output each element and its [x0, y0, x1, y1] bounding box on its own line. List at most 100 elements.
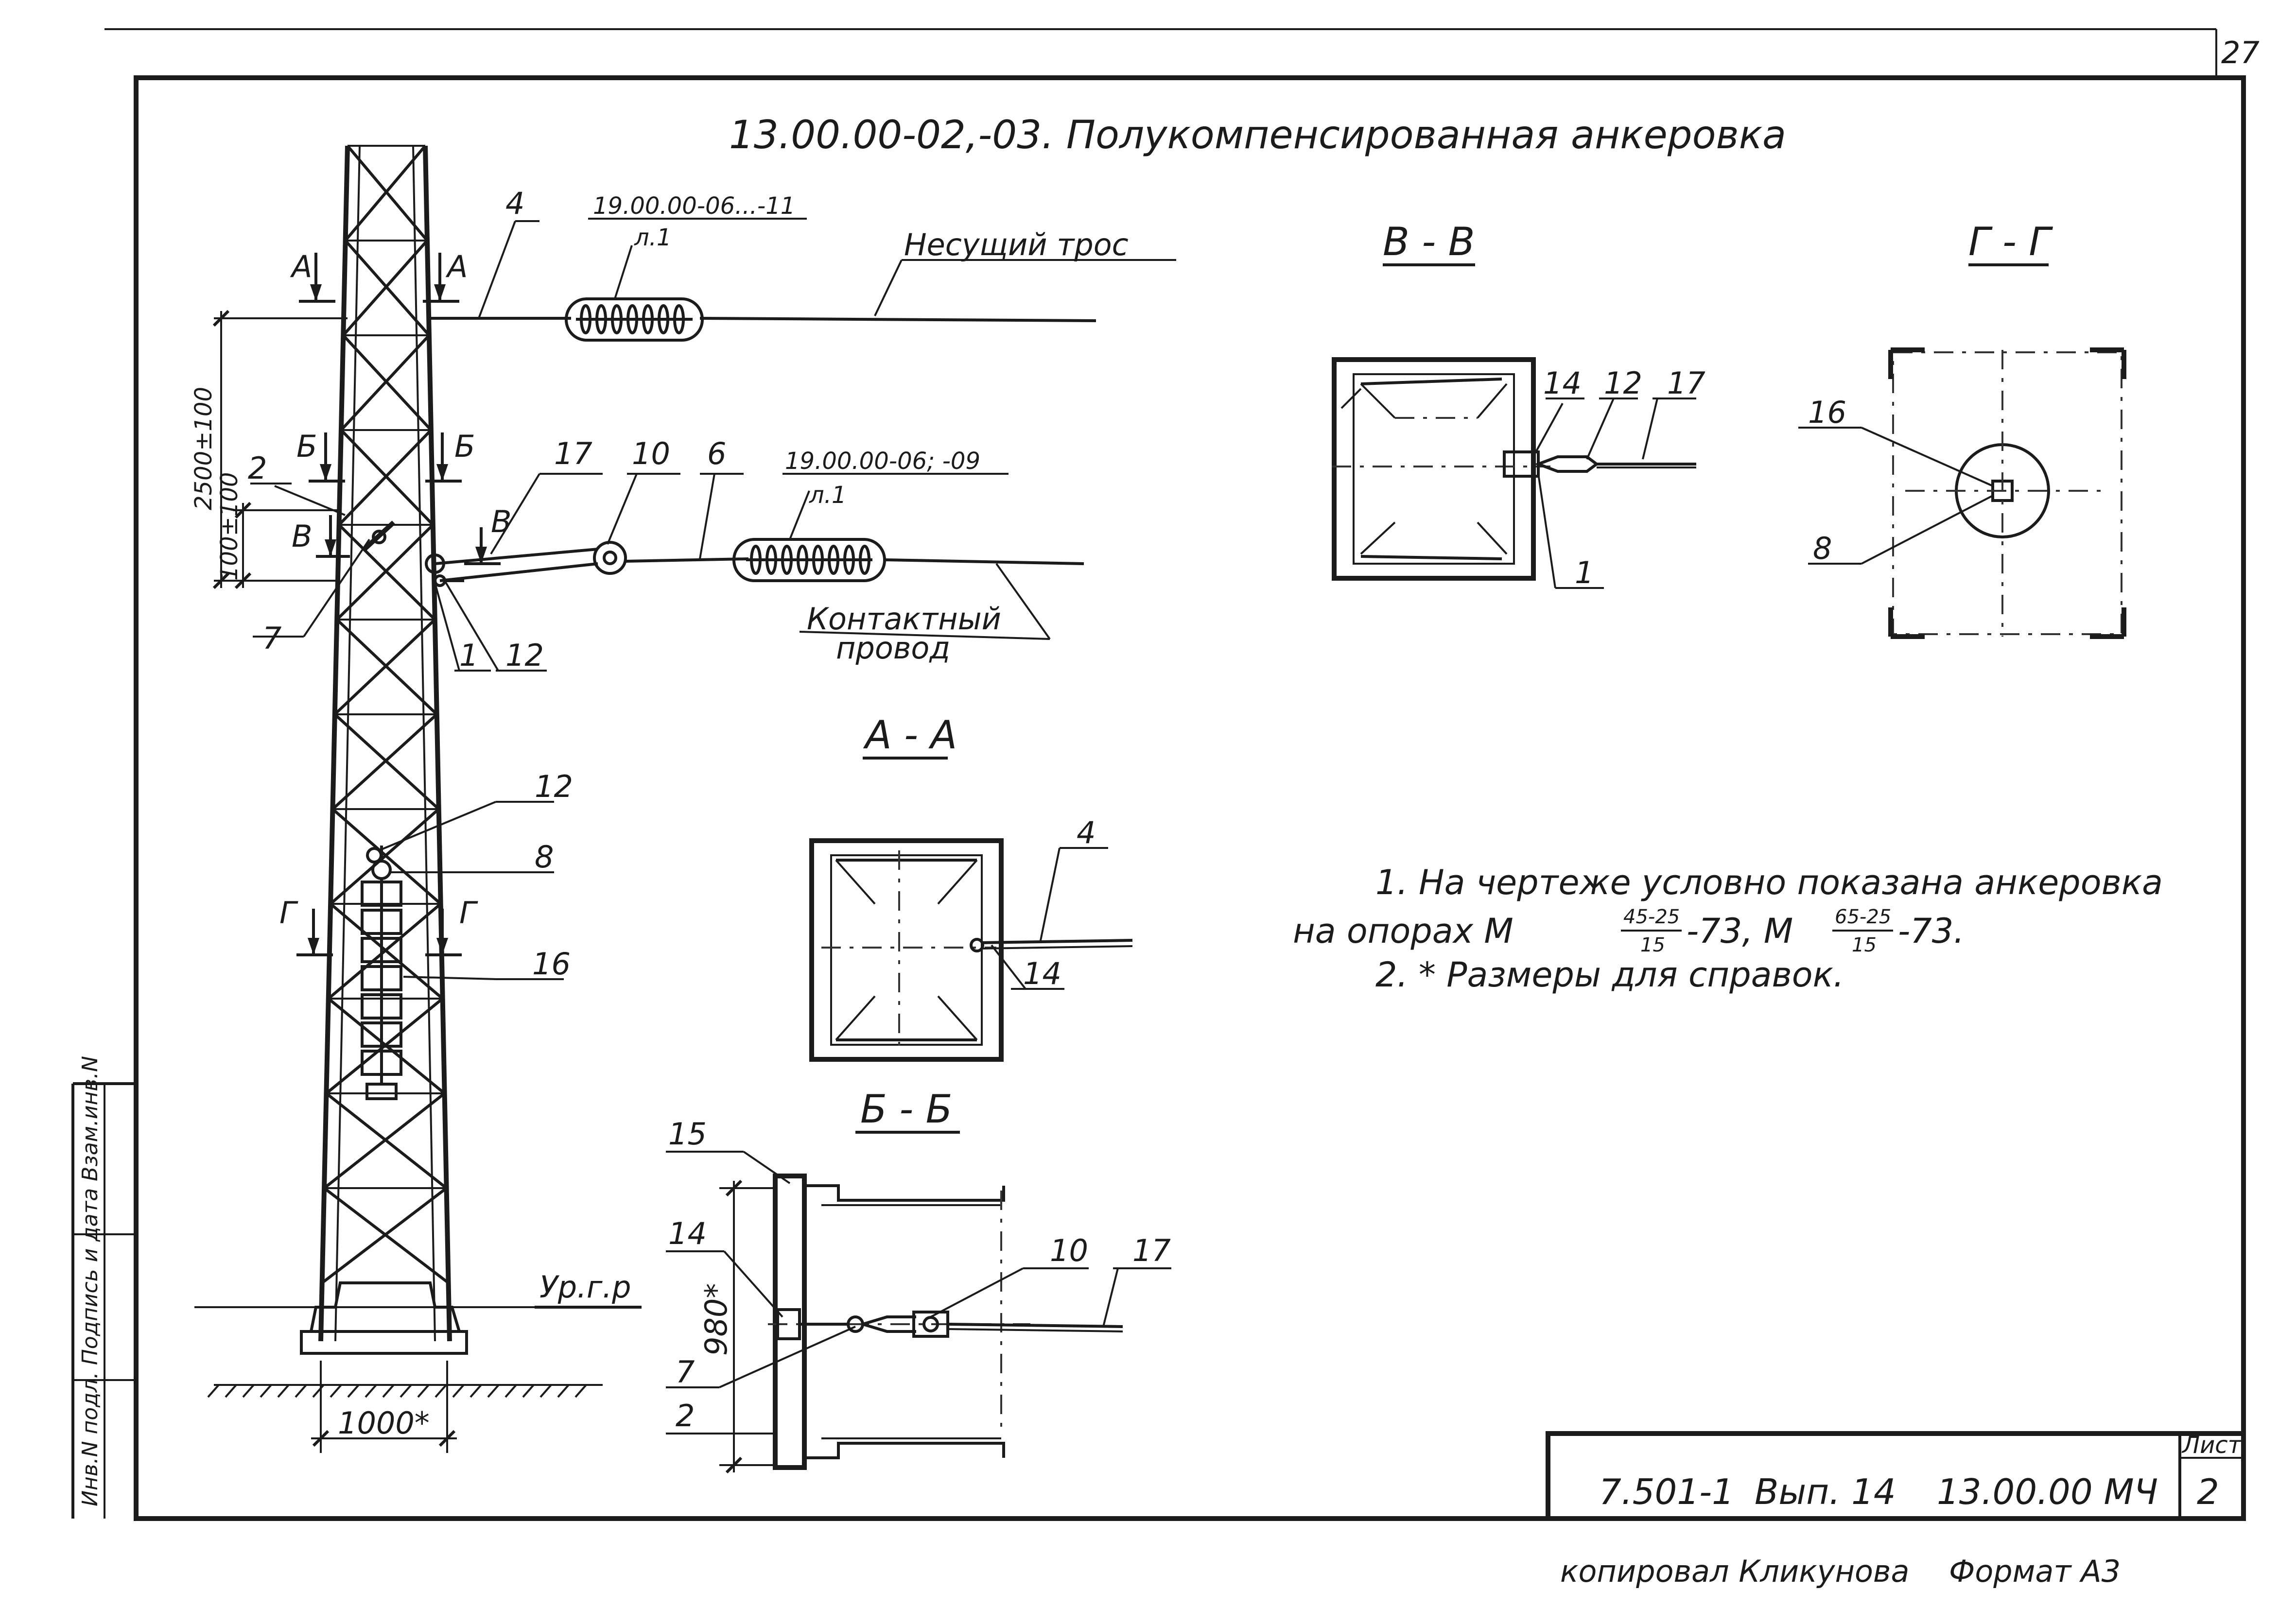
contact-wire-assembly: Контактный провод 19.00.00-06; -09 л.1 — [363, 448, 1084, 666]
mast-brace — [344, 145, 427, 242]
section-mark-B: Б Б — [296, 429, 475, 483]
section-GG-title: Г - Г — [1968, 219, 2053, 264]
dim-100: 100±100 — [216, 472, 243, 581]
main-view-leaders: 17 10 6 2 7 1 12 — [248, 436, 744, 673]
stamp-sheet-number: 2 — [2197, 1471, 2219, 1512]
base-width-dimension: 1000* — [311, 1361, 457, 1453]
item-6-label: 6 — [707, 436, 726, 471]
ground-hatching — [207, 1384, 603, 1398]
section-mark-B-right: Б — [454, 429, 475, 464]
insulator-top-sheet: л.1 — [634, 224, 671, 251]
stamp-document-code: 13.00.00 МЧ — [1937, 1471, 2158, 1512]
ground-hatch-stroke — [260, 1384, 272, 1398]
ground-hatch-stroke — [504, 1384, 517, 1398]
section-BB: Б - Б 980* 15 14 10 17 7 — [666, 1087, 1171, 1474]
mast-brace — [331, 713, 438, 811]
insulator-disc — [611, 304, 623, 334]
section-BB-item-7: 7 — [676, 1354, 695, 1390]
section-VV-item-17: 17 — [1667, 365, 1705, 401]
insulator-disc — [673, 304, 685, 334]
sheet-corner-number: 27 — [2221, 35, 2260, 70]
mast-brace — [330, 808, 440, 905]
side-strip-text: Инв.N подл. Подпись и дата Взам.инв.N — [78, 1056, 103, 1506]
insulator-disc — [642, 304, 654, 334]
ground-hatch-stroke — [312, 1384, 325, 1398]
insulator-top-ref: 19.00.00-06...-11 — [593, 192, 795, 220]
ground-hatch-stroke — [365, 1384, 377, 1398]
ground-hatch-stroke — [382, 1384, 395, 1398]
section-AA-item-14: 14 — [1023, 956, 1061, 991]
insulator-disc — [626, 304, 638, 334]
item-10-label: 10 — [632, 436, 670, 471]
section-VV-item-14: 14 — [1543, 365, 1582, 401]
mast-brace — [342, 240, 429, 336]
section-AA-title: А - А — [863, 712, 957, 758]
ground-hatch-stroke — [295, 1384, 307, 1398]
drawing-title: 13.00.00-02,-03. Полукомпенсированная ан… — [729, 112, 1786, 157]
stamp-issue: Вып. 14 — [1755, 1471, 1896, 1512]
ground-hatch-stroke — [557, 1384, 570, 1398]
item-8-label: 8 — [535, 839, 554, 875]
carrier-cable-assembly: 4 19.00.00-06...-11 л.1 Несущий трос — [428, 186, 1176, 342]
mast-brace — [327, 902, 442, 1000]
section-mark-A: А А — [290, 249, 468, 303]
section-GG: Г - Г 16 8 — [1798, 219, 2126, 639]
section-BB-item-2: 2 — [676, 1398, 695, 1434]
counterweight-bottom — [365, 1083, 398, 1100]
item-4-label: 4 — [505, 186, 524, 221]
dim-2500: 2500±100 — [190, 387, 217, 510]
insulator-disc — [580, 304, 591, 334]
insulator-bottom-sheet: л.1 — [809, 482, 846, 509]
contact-wire-label-2: провод — [836, 630, 950, 666]
stamp-sheet-label: Лист — [2181, 1432, 2243, 1459]
fraction-1-numerator: 45-25 — [1623, 906, 1680, 928]
note-1-line-2-middle: -73, М — [1687, 911, 1793, 951]
section-mark-B-left: Б — [296, 429, 317, 464]
section-AA-item-4: 4 — [1077, 815, 1096, 850]
mast-brace — [336, 523, 434, 621]
section-mark-A-right: А — [445, 249, 468, 284]
footer-copied-by: копировал Кликунова — [1560, 1554, 1909, 1589]
note-2: 2. * Размеры для справок. — [1375, 955, 1844, 995]
ground-hatch-stroke — [330, 1384, 342, 1398]
mast-brace — [346, 145, 429, 242]
item-17-label: 17 — [554, 436, 592, 471]
ground-hatch-stroke — [539, 1384, 552, 1398]
ground-hatch-stroke — [452, 1384, 465, 1398]
section-mark-V-right: В — [491, 504, 512, 539]
insulator-disc — [843, 545, 855, 575]
item-1-label: 1 — [459, 638, 478, 673]
insulator-disc — [859, 545, 870, 575]
ground-hatch-stroke — [470, 1384, 482, 1398]
section-mark-G-right: Г — [459, 895, 478, 931]
section-BB-dim-980: 980* — [698, 1283, 734, 1356]
section-GG-item-8: 8 — [1813, 531, 1832, 566]
mast-brace — [344, 240, 431, 336]
insulator-disc — [658, 304, 669, 334]
section-BB-item-14: 14 — [668, 1216, 707, 1251]
ground-hatch-stroke — [417, 1384, 430, 1398]
note-1-line-2-end: -73. — [1898, 911, 1965, 951]
note-1-line-1: 1. На чертеже условно показана анкеровка — [1375, 863, 2163, 902]
insulator-disc — [765, 545, 777, 575]
carrier-cable-label: Несущий трос — [904, 227, 1129, 262]
section-BB-item-17: 17 — [1132, 1233, 1171, 1268]
ground-hatch-stroke — [435, 1384, 447, 1398]
mast-brace — [323, 1092, 446, 1190]
sheet-frame — [71, 28, 2246, 1521]
item-7-label: 7 — [262, 621, 281, 656]
section-BB-title: Б - Б — [860, 1087, 953, 1132]
vertical-dimensions: 2500±100 100±100 — [190, 310, 348, 589]
notes-block: 1. На чертеже условно показана анкеровка… — [1293, 863, 2163, 995]
item-2-label: 2 — [248, 450, 267, 486]
base-width-value: 1000* — [338, 1405, 430, 1441]
ground-hatch-stroke — [400, 1384, 412, 1398]
section-VV-item-12: 12 — [1604, 365, 1642, 401]
insulator-disc — [781, 545, 793, 575]
item-16-label: 16 — [532, 946, 571, 982]
counterweight-stack: 12 8 16 — [361, 769, 573, 1100]
stamp-series-code: 7.501-1 — [1599, 1471, 1734, 1512]
lattice-mast — [300, 145, 468, 1355]
insulator-disc — [595, 304, 607, 334]
